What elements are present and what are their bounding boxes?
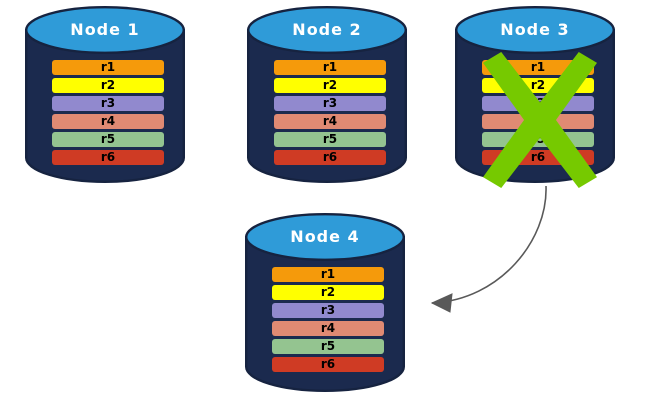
node-2-row-r6[interactable]: r6 xyxy=(274,150,386,165)
node-3-row-r1[interactable]: r1 xyxy=(482,60,594,75)
node-2-top-ellipse xyxy=(246,6,408,54)
node-1-rows: r1 r2 r3 r4 r5 r6 xyxy=(25,60,185,165)
node-4-row-r3[interactable]: r3 xyxy=(272,303,384,318)
node-4-row-r1[interactable]: r1 xyxy=(272,267,384,282)
node-4-row-r4[interactable]: r4 xyxy=(272,321,384,336)
node-2-rows: r1 r2 r3 r4 r5 r6 xyxy=(247,60,407,165)
node-1-row-r2[interactable]: r2 xyxy=(52,78,164,93)
node-4-rows: r1 r2 r3 r4 r5 r6 xyxy=(245,267,405,372)
node-1-top-ellipse xyxy=(24,6,186,54)
node-1-row-r5[interactable]: r5 xyxy=(52,132,164,147)
node-4-top-ellipse xyxy=(244,213,406,261)
node-3-row-r5[interactable]: r5 xyxy=(482,132,594,147)
node-2-row-r4[interactable]: r4 xyxy=(274,114,386,129)
node-1-row-r1[interactable]: r1 xyxy=(52,60,164,75)
node-4-row-r5[interactable]: r5 xyxy=(272,339,384,354)
node-4-row-r6[interactable]: r6 xyxy=(272,357,384,372)
node-2-row-r5[interactable]: r5 xyxy=(274,132,386,147)
node-2-row-r2[interactable]: r2 xyxy=(274,78,386,93)
node-3-top-ellipse xyxy=(454,6,616,54)
node-3-rows: r1 r2 r3 r4 r5 r6 xyxy=(455,60,615,165)
node-1-row-r6[interactable]: r6 xyxy=(52,150,164,165)
node-2-row-r1[interactable]: r1 xyxy=(274,60,386,75)
node-1-row-r4[interactable]: r4 xyxy=(52,114,164,129)
node-3-row-r6[interactable]: r6 xyxy=(482,150,594,165)
node-3-row-r4[interactable]: r4 xyxy=(482,114,594,129)
node-2-row-r3[interactable]: r3 xyxy=(274,96,386,111)
node-3-row-r3[interactable]: r3 xyxy=(482,96,594,111)
node-1-row-r3[interactable]: r3 xyxy=(52,96,164,111)
node-4-row-r2[interactable]: r2 xyxy=(272,285,384,300)
node-3-row-r2[interactable]: r2 xyxy=(482,78,594,93)
